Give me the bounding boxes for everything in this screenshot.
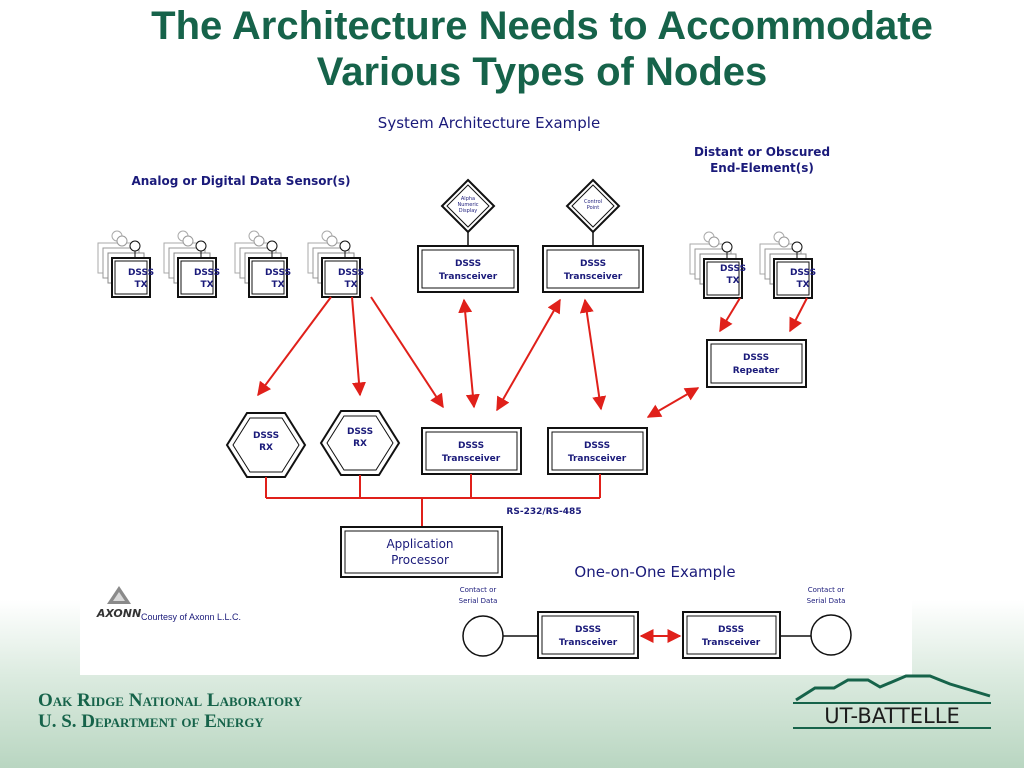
tx-label-line-2: TX — [134, 280, 147, 290]
processor-label-2: Processor — [391, 553, 449, 567]
contact-label-left-1: Contact or — [460, 586, 497, 594]
transceiver-label-1: DSSS — [455, 259, 481, 269]
transceiver-label-2: Transceiver — [559, 638, 618, 648]
rx-label-2: RX — [353, 439, 367, 449]
repeater-label-2: Repeater — [733, 366, 780, 376]
transceiver-top-1: DSSS Transceiver — [417, 245, 519, 293]
tx-label-line-2: TX — [726, 276, 739, 286]
slide-title-line-2: Various Types of Nodes — [316, 50, 768, 94]
control-point-node: Control Point — [565, 178, 621, 246]
display-label-1: Alpha — [461, 196, 475, 202]
contact-label-right-2: Serial Data — [807, 597, 846, 605]
slide-title-line-1: The Architecture Needs to Accommodate — [151, 4, 933, 48]
application-processor: Application Processor — [340, 526, 503, 578]
sensor-tx-2: DSSS TX — [163, 230, 220, 298]
rs-bus — [265, 474, 601, 527]
transceiver-label-2: Transceiver — [702, 638, 761, 648]
transceiver-label-2: Transceiver — [439, 272, 498, 282]
control-label-2: Point — [587, 205, 599, 211]
repeater-label-1: DSSS — [743, 353, 769, 363]
distant-group-label-1: Distant or Obscured — [694, 145, 830, 159]
courtesy-note: Courtesy of Axonn L.L.C. — [141, 612, 242, 622]
tx-label-line-1: DSSS — [194, 268, 220, 278]
transceiver-bottom-2: DSSS Transceiver — [547, 427, 648, 475]
sensor-tx-4: DSSS TX — [307, 230, 364, 298]
transceiver-bottom-1: DSSS Transceiver — [421, 427, 522, 475]
one-on-one-heading: One-on-One Example — [574, 563, 735, 581]
contact-circle-left — [462, 615, 504, 657]
transceiver-label-2: Transceiver — [568, 454, 627, 464]
tx-label-line-2: TX — [271, 280, 284, 290]
transceiver-top-2: DSSS Transceiver — [542, 245, 644, 293]
diagram-heading: System Architecture Example — [378, 114, 600, 132]
alphanumeric-display-node: Alpha Numeric Display — [440, 178, 496, 246]
rx-label-1: DSSS — [253, 431, 279, 441]
tx-label-line-1: DSSS — [338, 268, 364, 278]
tx-label-line-1: DSSS — [128, 268, 154, 278]
sensor-tx-1: DSSS TX — [97, 230, 154, 298]
wireless-links — [257, 296, 808, 418]
ut-battelle-logo: UT-BATTELLE — [793, 674, 991, 729]
display-label-3: Display — [459, 208, 477, 214]
tx-label-line-1: DSSS — [790, 268, 816, 278]
transceiver-label-2: Transceiver — [564, 272, 623, 282]
axonn-logo: AXONN — [96, 586, 141, 620]
transceiver-label-1: DSSS — [584, 441, 610, 451]
transceiver-label-2: Transceiver — [442, 454, 501, 464]
contact-label-left-2: Serial Data — [459, 597, 498, 605]
repeater-node: DSSS Repeater — [706, 339, 807, 388]
transceiver-label-1: DSSS — [575, 625, 601, 635]
transceiver-label-1: DSSS — [718, 625, 744, 635]
tx-label-line-1: DSSS — [720, 264, 746, 274]
transceiver-label-1: DSSS — [458, 441, 484, 451]
contact-circle-right — [810, 614, 852, 656]
footer-dept-name: U. S. Department of Energy — [38, 711, 264, 732]
footer-lab-name: Oak Ridge National Laboratory — [38, 690, 303, 711]
tx-label-line-2: TX — [200, 280, 213, 290]
control-label-1: Control — [584, 199, 602, 205]
processor-label-1: Application — [386, 537, 453, 551]
rx-label-2: RX — [259, 443, 273, 453]
distant-tx-2: DSSS TX — [759, 231, 816, 299]
bus-label: RS-232/RS-485 — [506, 507, 581, 517]
sensor-group-label: Analog or Digital Data Sensor(s) — [131, 174, 350, 188]
ut-battelle-text: UT-BATTELLE — [824, 704, 959, 728]
tx-label-line-1: DSSS — [265, 268, 291, 278]
one-on-one-transceiver-2: DSSS Transceiver — [682, 611, 781, 659]
rx-node-2: DSSS RX — [319, 410, 401, 476]
distant-group-label-2: End-Element(s) — [710, 161, 814, 175]
rx-label-1: DSSS — [347, 427, 373, 437]
axonn-logo-text: AXONN — [96, 607, 141, 620]
display-label-2: Numeric — [457, 202, 478, 208]
transceiver-label-1: DSSS — [580, 259, 606, 269]
sensor-tx-3: DSSS TX — [234, 230, 291, 298]
distant-tx-1: DSSS TX — [689, 231, 746, 299]
tx-label-line-2: TX — [796, 280, 809, 290]
one-on-one-transceiver-1: DSSS Transceiver — [537, 611, 639, 659]
tx-label-line-2: TX — [344, 280, 357, 290]
contact-label-right-1: Contact or — [808, 586, 845, 594]
rx-node-1: DSSS RX — [225, 412, 307, 478]
